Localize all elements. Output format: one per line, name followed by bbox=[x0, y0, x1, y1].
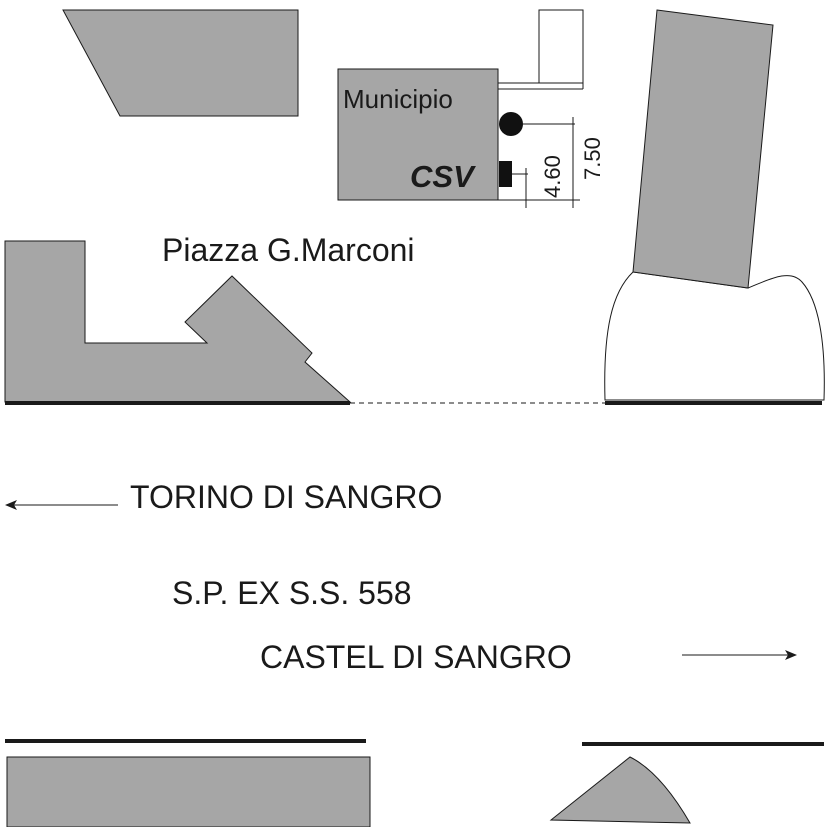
road-name-label: S.P. EX S.S. 558 bbox=[172, 575, 412, 611]
small-building-outline bbox=[538, 9, 584, 84]
dimension-short-label: 4.60 bbox=[540, 155, 565, 198]
dimension-long-label: 7.50 bbox=[580, 137, 605, 180]
circle-marker-icon bbox=[499, 112, 523, 136]
building-bottom-right bbox=[549, 756, 691, 824]
csv-label: CSV bbox=[410, 159, 476, 194]
direction-west-label: TORINO DI SANGRO bbox=[130, 479, 442, 515]
direction-east-label: CASTEL DI SANGRO bbox=[260, 639, 572, 675]
piazza-label: Piazza G.Marconi bbox=[162, 232, 415, 268]
open-area-right bbox=[604, 271, 825, 401]
building-bottom-left bbox=[6, 756, 371, 827]
municipio-building bbox=[337, 68, 499, 201]
building-tall-right bbox=[632, 9, 774, 289]
municipio-label: Municipio bbox=[343, 84, 453, 114]
building-top-left bbox=[62, 9, 299, 117]
square-marker-icon bbox=[499, 161, 512, 187]
